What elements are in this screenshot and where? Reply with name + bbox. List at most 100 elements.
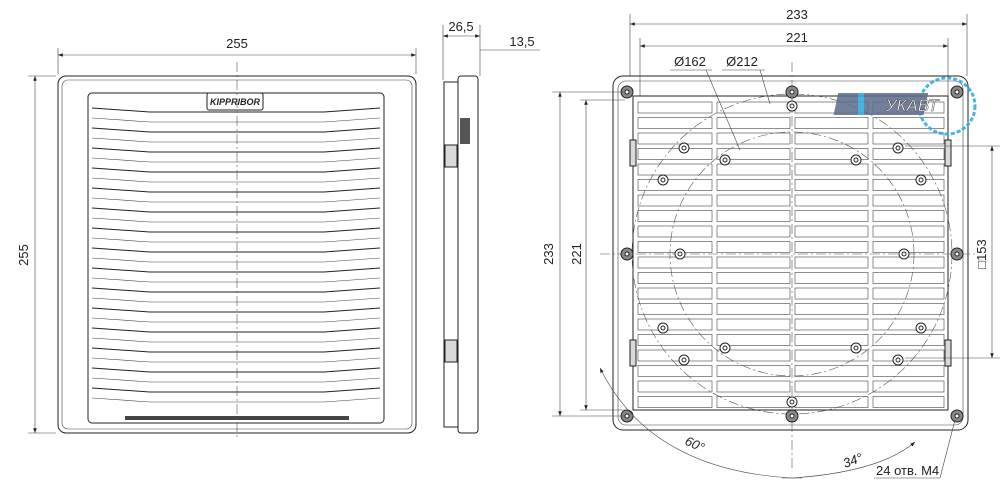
back-outer-width-dimension: 233 (786, 7, 808, 22)
vent-slot (716, 287, 791, 300)
vent-slot (637, 396, 713, 408)
vent-slot (794, 256, 869, 269)
vent-slot (872, 210, 945, 222)
vent-slot (794, 303, 869, 315)
vent-slot (872, 318, 945, 331)
vent-slot (872, 365, 945, 377)
mounting-holes (620, 85, 964, 423)
back-inner-width-dimension: 221 (786, 30, 808, 45)
louver-edge (91, 297, 381, 303)
louver-edge (91, 117, 381, 123)
hole-center (677, 251, 683, 257)
hole-center (853, 157, 859, 163)
vent-slot (637, 210, 713, 222)
vent-slot (794, 179, 869, 191)
watermark-text: УКАВТ (885, 96, 940, 115)
louver-edge (91, 217, 381, 223)
holes-note: 24 отв. M4 (876, 463, 939, 478)
vent-slot (794, 287, 869, 300)
front-louvers (91, 107, 381, 403)
hole-center (789, 413, 795, 419)
vent-slot (872, 349, 945, 362)
louver-edge (91, 137, 381, 143)
vent-slot (716, 334, 791, 346)
front-height-dimension: 255 (16, 244, 31, 266)
vent-slot (794, 225, 869, 238)
vent-slot (872, 179, 945, 191)
vent-slot (794, 318, 869, 331)
back-view: 233 221 Ø162 Ø212 233 221 □153 60° 34° 2… (541, 7, 1000, 479)
vent-slot (794, 117, 869, 129)
front-width-dimension: 255 (226, 36, 248, 51)
louver (91, 227, 381, 233)
louver (91, 167, 381, 173)
vent-slot (637, 241, 713, 253)
angle-60-label: 60° (683, 433, 707, 455)
side-view: 26,5 13,5 (442, 19, 540, 434)
louver-edge (91, 377, 381, 383)
vent-slot (716, 225, 791, 238)
back-frame (612, 75, 969, 431)
vent-slot (872, 396, 945, 408)
front-view: KIPPRIBOR 255 255 (16, 36, 417, 440)
hole-center (722, 157, 728, 163)
vent-slot (872, 256, 945, 269)
louver-edge (91, 197, 381, 203)
vent-slot (637, 179, 713, 191)
louver-edge (91, 317, 381, 323)
hole-center (789, 103, 795, 109)
brand-badge (206, 92, 264, 111)
louver-edge (91, 337, 381, 343)
louver (91, 267, 381, 273)
vent-slot (872, 163, 945, 176)
vent-slot (872, 225, 945, 238)
side-flange (443, 81, 459, 428)
vent-slot (794, 148, 869, 160)
hole-center (660, 325, 666, 331)
louver (91, 147, 381, 153)
vent-slot (637, 256, 713, 269)
vent-slot (716, 272, 791, 284)
vent-slot (716, 163, 791, 176)
hole-center (789, 89, 795, 95)
louver-edge (91, 237, 381, 243)
hole-center (681, 357, 687, 363)
hole-center (681, 145, 687, 151)
hole-center (954, 251, 960, 257)
back-inner-height-dimension: 221 (569, 243, 584, 265)
vent-slot (794, 396, 869, 408)
angle-34-label: 34° (841, 450, 865, 471)
vent-slot (637, 334, 713, 346)
hole-center (895, 357, 901, 363)
louver (91, 367, 381, 373)
louver-edge (91, 277, 381, 283)
vent-slot (872, 148, 945, 160)
vent-slot (637, 101, 713, 114)
vent-slot (794, 210, 869, 222)
vent-slot (716, 396, 791, 408)
vent-slot (872, 194, 945, 207)
vent-slot (794, 365, 869, 377)
vent-slot (794, 194, 869, 207)
vent-slot (637, 148, 713, 160)
louver (91, 287, 381, 293)
louver (91, 207, 381, 213)
brand-badge-text: KIPPRIBOR (210, 97, 261, 107)
vent-slot (716, 241, 791, 253)
vent-slot (872, 272, 945, 284)
vent-slot (794, 163, 869, 176)
vent-slot (637, 132, 713, 145)
circle-212-label: Ø212 (726, 54, 758, 69)
hole-center (789, 399, 795, 405)
louver (91, 387, 381, 393)
hole-center (954, 413, 960, 419)
vent-slot (637, 194, 713, 207)
vent-slot (716, 256, 791, 269)
back-outer-height-dimension: 233 (541, 243, 556, 265)
vent-slot (872, 334, 945, 346)
vent-slot (716, 117, 791, 129)
vent-slot (637, 225, 713, 238)
hole-center (624, 251, 630, 257)
vent-slot (794, 272, 869, 284)
